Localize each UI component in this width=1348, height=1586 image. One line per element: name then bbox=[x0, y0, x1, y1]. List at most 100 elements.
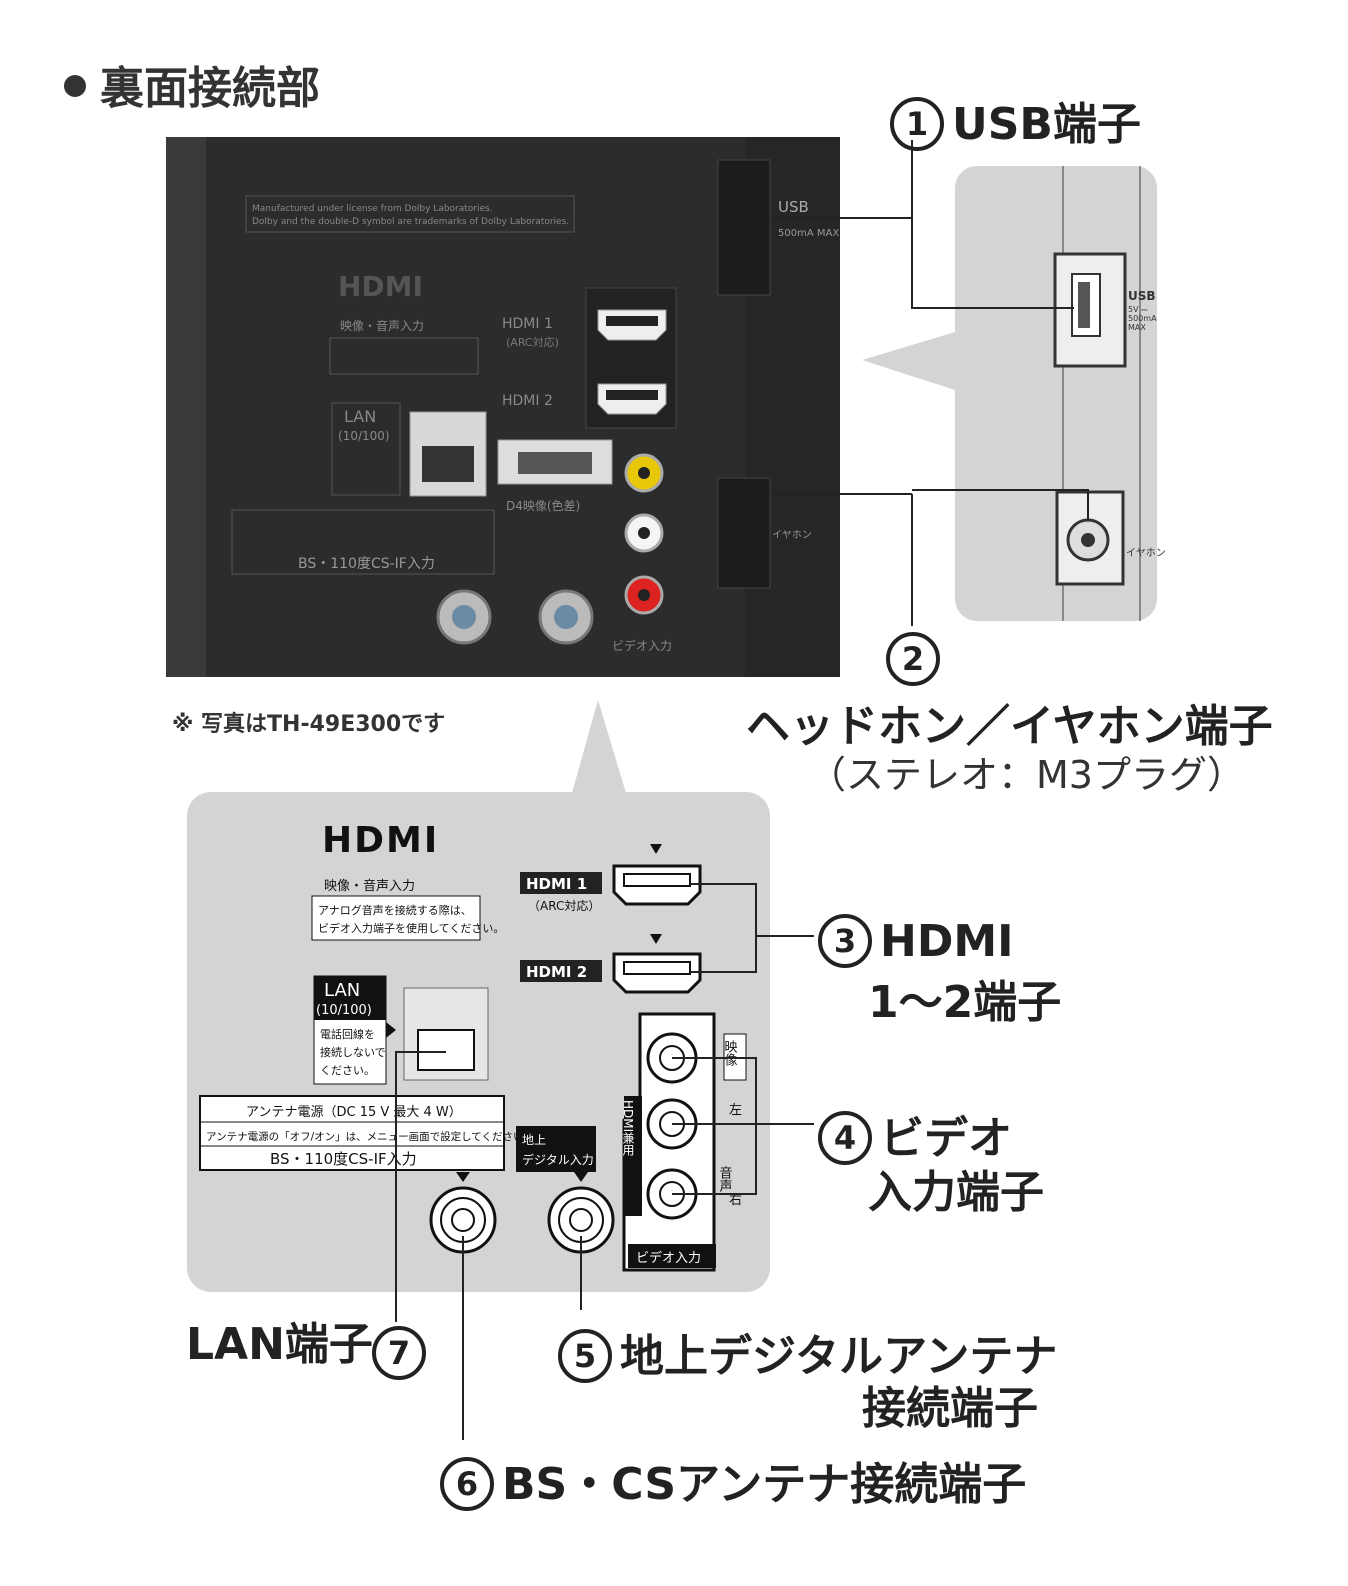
illustrated-panel: HDMI 映像・音声入力 アナログ音声を接続する際は、 ビデオ入力端子を使用して… bbox=[187, 700, 770, 1292]
lan-line bbox=[395, 1051, 446, 1322]
panel-lan-socket bbox=[417, 1029, 475, 1071]
panel-ant-power: アンテナ電源（DC 15 V 最大 4 W） bbox=[246, 1105, 462, 1120]
photo-left-edge bbox=[166, 137, 206, 677]
photo-note: ※ 写真はTH-49E300です bbox=[172, 712, 446, 737]
panel-lan-note3: ください。 bbox=[320, 1064, 375, 1077]
panel-lan-label: LAN bbox=[324, 980, 360, 1001]
rear-photo: USB 500mA MAX イヤホン Manufactured under li… bbox=[166, 137, 840, 677]
panel-video-in-label: ビデオ入力 bbox=[636, 1250, 701, 1266]
panel-antenna-box bbox=[199, 1095, 505, 1171]
side-usb-spec3: MAX bbox=[1128, 323, 1146, 332]
photo-hdmi1-label: HDMI 1 bbox=[502, 316, 553, 332]
panel-terrestrial-label-bg bbox=[516, 1126, 596, 1172]
panel-av-note-box bbox=[311, 895, 481, 941]
callout-lan-label: LAN端子 bbox=[186, 1319, 373, 1370]
photo-audio-right-hole bbox=[638, 589, 650, 601]
photo-lan-socket bbox=[422, 446, 474, 482]
panel-bs-jack-center bbox=[451, 1208, 475, 1232]
photo-arc-label: (ARC対応) bbox=[506, 335, 559, 349]
phones-detail-line bbox=[912, 489, 1089, 520]
photo-hdmi2-label: HDMI 2 bbox=[502, 393, 553, 409]
panel-bs-arrow bbox=[456, 1172, 470, 1182]
usb-detail-line bbox=[911, 218, 1074, 309]
panel-hdmi2-slot bbox=[623, 961, 691, 975]
panel-arc-label: （ARC対応） bbox=[528, 899, 600, 913]
side-usb-spec2: 500mA bbox=[1128, 314, 1157, 323]
photo-bs-label: BS・110度CS-IF入力 bbox=[298, 556, 435, 572]
photo-usb-spec: 500mA MAX bbox=[778, 228, 839, 239]
panel-av-note1: アナログ音声を接続する際は、 bbox=[318, 903, 472, 917]
leader-lines bbox=[395, 140, 1089, 1440]
panel-hdmi1-slot bbox=[623, 873, 691, 887]
panel-hdmi-shared-label: HDMI兼用 bbox=[621, 1100, 635, 1157]
panel-hdmi2-arrow bbox=[650, 934, 662, 944]
panel-lan-note1: 電話回線を bbox=[320, 1027, 375, 1041]
side-phones-hole bbox=[1081, 533, 1095, 547]
panel-hdmi2-label: HDMI 2 bbox=[526, 963, 587, 981]
panel-terrestrial-arrow bbox=[574, 1172, 588, 1182]
photo-av-note-box bbox=[329, 337, 479, 375]
photo-audio-left-hole bbox=[638, 527, 650, 539]
side-phones-label: イヤホン bbox=[1126, 547, 1166, 559]
panel-hdmi2-label-bg bbox=[520, 960, 602, 982]
panel-ant-note: アンテナ電源の「オフ/オン」は、メニュー画面で設定してください。 bbox=[206, 1130, 534, 1143]
photo-d4-label: D4映像(色差) bbox=[506, 499, 580, 513]
panel-left-label: 左 bbox=[729, 1103, 742, 1118]
photo-phones-cover bbox=[717, 477, 771, 589]
photo-terrestrial-jack-center bbox=[554, 605, 578, 629]
callout-lan-number: 7 bbox=[372, 1326, 434, 1380]
photo-lan-label: LAN bbox=[344, 407, 376, 426]
section-heading: 裏面接続部 bbox=[64, 52, 320, 116]
panel-hdmi-shared-bg bbox=[624, 1096, 642, 1216]
hdmi-bracket bbox=[690, 883, 757, 973]
panel-hdmi1-label-bg bbox=[520, 872, 602, 894]
panel-terrestrial-label2: デジタル入力 bbox=[522, 1152, 594, 1167]
photo-d4-socket bbox=[518, 452, 592, 474]
callout-phones-number: 2 bbox=[886, 632, 948, 686]
callout-phones-sub: （ステレオ：M3プラグ） bbox=[808, 753, 1245, 797]
photo-lan-box bbox=[331, 402, 401, 496]
panel-bs-label: BS・110度CS-IF入力 bbox=[270, 1150, 417, 1168]
photo-av-in: 映像・音声入力 bbox=[340, 318, 424, 333]
photo-hdmi-logo: HDMI bbox=[338, 270, 423, 303]
photo-phones-label: イヤホン bbox=[772, 529, 812, 541]
video-bracket bbox=[672, 1057, 757, 1195]
panel-pointer bbox=[572, 700, 626, 793]
callout-phones-label: ヘッドホン／イヤホン端子 bbox=[746, 701, 1273, 752]
panel-lan-arrow bbox=[386, 1022, 396, 1038]
callout-video-line2: 入力端子 bbox=[868, 1167, 1044, 1218]
side-pointer bbox=[862, 332, 955, 390]
panel-video-in-label-bg bbox=[628, 1244, 716, 1268]
bullet-dot bbox=[64, 75, 86, 97]
photo-bs-jack-center bbox=[452, 605, 476, 629]
side-usb-spec1: 5V ⎓ bbox=[1128, 305, 1148, 314]
panel-audio-label: 音声 bbox=[717, 1165, 733, 1193]
side-usb-label: USB bbox=[1128, 289, 1156, 303]
callout-terrestrial-line2: 接続端子 bbox=[862, 1383, 1038, 1434]
callout-hdmi-line2: 1～2端子 bbox=[868, 977, 1062, 1028]
panel-terrestrial-jack-center bbox=[569, 1208, 593, 1232]
photo-lan-speed: (10/100) bbox=[338, 429, 390, 443]
photo-video-in-label: ビデオ入力 bbox=[612, 638, 672, 653]
panel-lan-label-bg bbox=[314, 976, 386, 1020]
panel-terrestrial-label1: 地上 bbox=[522, 1133, 546, 1147]
panel-av-note2: ビデオ入力端子を使用してください。 bbox=[318, 921, 504, 935]
photo-usb-cover bbox=[717, 159, 771, 296]
panel-hdmi1-label: HDMI 1 bbox=[526, 875, 587, 893]
photo-hdmi1-slot bbox=[606, 316, 658, 326]
side-usb-tongue bbox=[1078, 282, 1090, 328]
photo-hdmi2-slot bbox=[606, 390, 658, 400]
side-detail: USB 5V ⎓ 500mA MAX イヤホン bbox=[862, 166, 1166, 621]
panel-hdmi-logo: HDMI bbox=[322, 820, 439, 861]
panel-lan-note2: 接続しないで bbox=[320, 1045, 386, 1059]
panel-av-in: 映像・音声入力 bbox=[324, 878, 415, 894]
photo-usb-label: USB bbox=[778, 198, 809, 216]
panel-lan-speed: (10/100) bbox=[316, 1003, 372, 1018]
photo-dolby-line1: Manufactured under license from Dolby La… bbox=[252, 204, 493, 214]
